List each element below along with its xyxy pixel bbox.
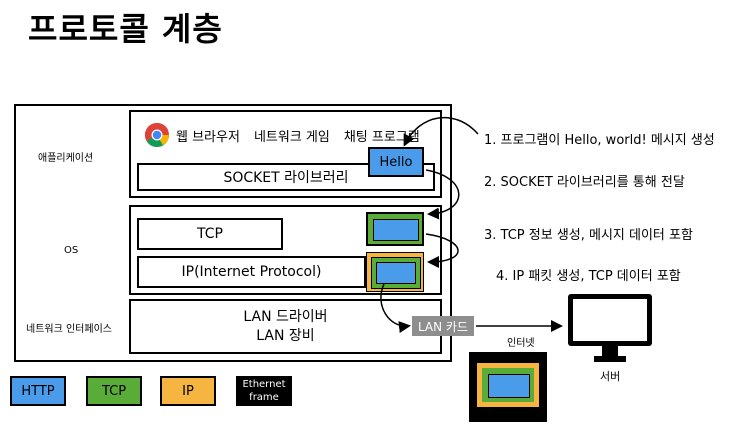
- step-3: 3. TCP 정보 생성, 메시지 데이터 포함: [484, 228, 693, 243]
- step-2: 2. SOCKET 라이브러리를 통해 전달: [484, 175, 685, 190]
- page-title: 프로토콜 계층: [28, 10, 223, 48]
- application-list: 웹 브라우저 네트워크 게임 채팅 프로그램: [144, 121, 434, 149]
- legend-ethernet-line1: Ethernet: [242, 379, 286, 390]
- app-chat-program: 채팅 프로그램: [343, 129, 420, 145]
- legend-tcp: TCP: [86, 376, 142, 406]
- application-layer-label: 애플리케이션: [38, 153, 94, 164]
- arrow-step2: [425, 169, 460, 220]
- legend-ip: IP: [160, 376, 216, 406]
- network-interface-panel: LAN 드라이버 LAN 장비: [129, 299, 442, 354]
- arrow-step3: [425, 233, 459, 268]
- os-layer-label: OS: [64, 245, 79, 256]
- tcp-segment-icon: [366, 212, 424, 246]
- step-1: 1. 프로그램이 Hello, world! 메시지 생성: [484, 133, 715, 148]
- app-web-browser: 웹 브라우저: [176, 129, 240, 145]
- protocol-stack-frame: [14, 104, 452, 362]
- chrome-icon: [144, 122, 169, 148]
- server-monitor-icon: [568, 294, 652, 362]
- tcp-box: TCP: [137, 218, 283, 250]
- step-4: 4. IP 패킷 생성, TCP 데이터 포함: [496, 269, 681, 284]
- hello-message-box: Hello: [368, 147, 424, 177]
- legend-http: HTTP: [10, 376, 66, 406]
- arrow-step4: [380, 283, 411, 333]
- lan-card-label: LAN 카드: [412, 316, 474, 336]
- ip-packet-icon: [366, 252, 424, 292]
- legend-ethernet-line2: frame: [249, 392, 279, 403]
- legend-ethernet-frame: Ethernet frame: [236, 376, 292, 406]
- lan-driver-label: LAN 드라이버: [243, 308, 328, 325]
- server-label: 서버: [600, 370, 621, 383]
- internet-label: 인터넷: [507, 338, 535, 349]
- lan-equipment-label: LAN 장비: [256, 327, 315, 344]
- network-interface-layer-label: 네트워크 인터페이스: [26, 324, 112, 335]
- ethernet-frame-icon: [469, 352, 547, 422]
- arrow-step1: [403, 116, 479, 147]
- ip-box: IP(Internet Protocol): [137, 256, 366, 288]
- app-network-game: 네트워크 게임: [253, 129, 330, 145]
